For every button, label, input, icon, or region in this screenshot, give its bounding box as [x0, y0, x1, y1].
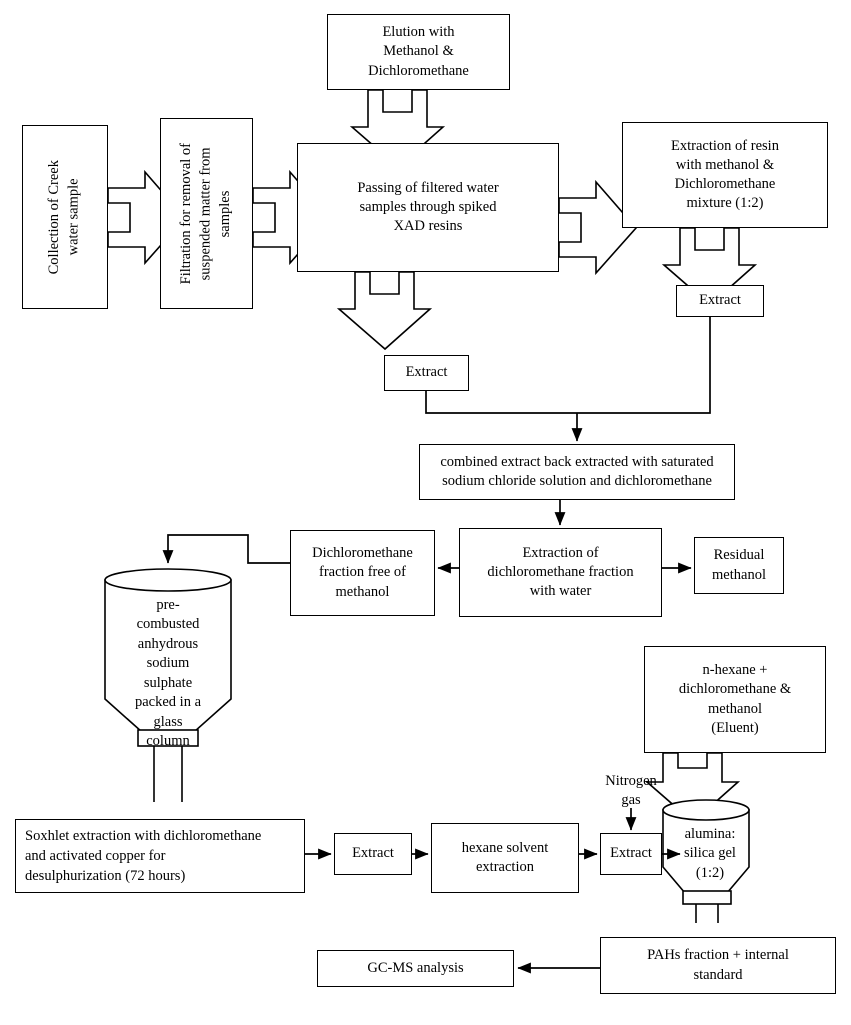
- node-extraction-dcm[interactable]: Extraction of dichloromethane fraction w…: [459, 528, 662, 617]
- label-nitrogen-gas: Nitrogen gas: [605, 773, 657, 808]
- line-extract-mid-to-combined: [425, 391, 577, 414]
- node-soxhlet[interactable]: Soxhlet extraction with dichloromethane …: [15, 819, 305, 893]
- node-elution[interactable]: Elution with Methanol & Dichloromethane: [327, 14, 510, 90]
- block-arrow-passing-to-extract-mid: [336, 271, 433, 351]
- node-residual-methanol[interactable]: Residual methanol: [694, 537, 784, 594]
- node-filtration-label: Filtration for removal of suspended matt…: [178, 142, 234, 285]
- node-dcm-fraction[interactable]: Dichloromethane fraction free of methano…: [290, 530, 435, 616]
- node-collection-label: Collection of Creek water sample: [46, 159, 82, 275]
- node-extract-bottom-2[interactable]: Extract: [600, 833, 662, 875]
- node-extract-bottom-1[interactable]: Extract: [334, 833, 412, 875]
- node-hexane-extraction[interactable]: hexane solvent extraction: [431, 823, 579, 893]
- node-alumina-column-label: alumina: silica gel (1:2): [684, 826, 736, 881]
- node-collection[interactable]: Collection of Creek water sample: [22, 125, 108, 309]
- node-pahs-fraction[interactable]: PAHs fraction + internal standard: [600, 937, 836, 994]
- node-gcms-analysis[interactable]: GC-MS analysis: [317, 950, 514, 987]
- arrow-dcm-fraction-to-column: [162, 534, 290, 564]
- node-eluent[interactable]: n-hexane + dichloromethane & methanol (E…: [644, 646, 826, 753]
- node-extract-right-top[interactable]: Extract: [676, 285, 764, 317]
- node-extraction-resin[interactable]: Extraction of resin with methanol & Dich…: [622, 122, 828, 228]
- node-passing[interactable]: Passing of filtered water samples throug…: [297, 143, 559, 272]
- node-extract-mid-left[interactable]: Extract: [384, 355, 469, 391]
- node-filtration[interactable]: Filtration for removal of suspended matt…: [160, 118, 253, 309]
- node-combined-extract[interactable]: combined extract back extracted with sat…: [419, 444, 735, 500]
- node-sodium-sulphate-column-label: pre- combusted anhydrous sodium sulphate…: [134, 597, 202, 749]
- line-extract-right-to-combined: [577, 317, 711, 414]
